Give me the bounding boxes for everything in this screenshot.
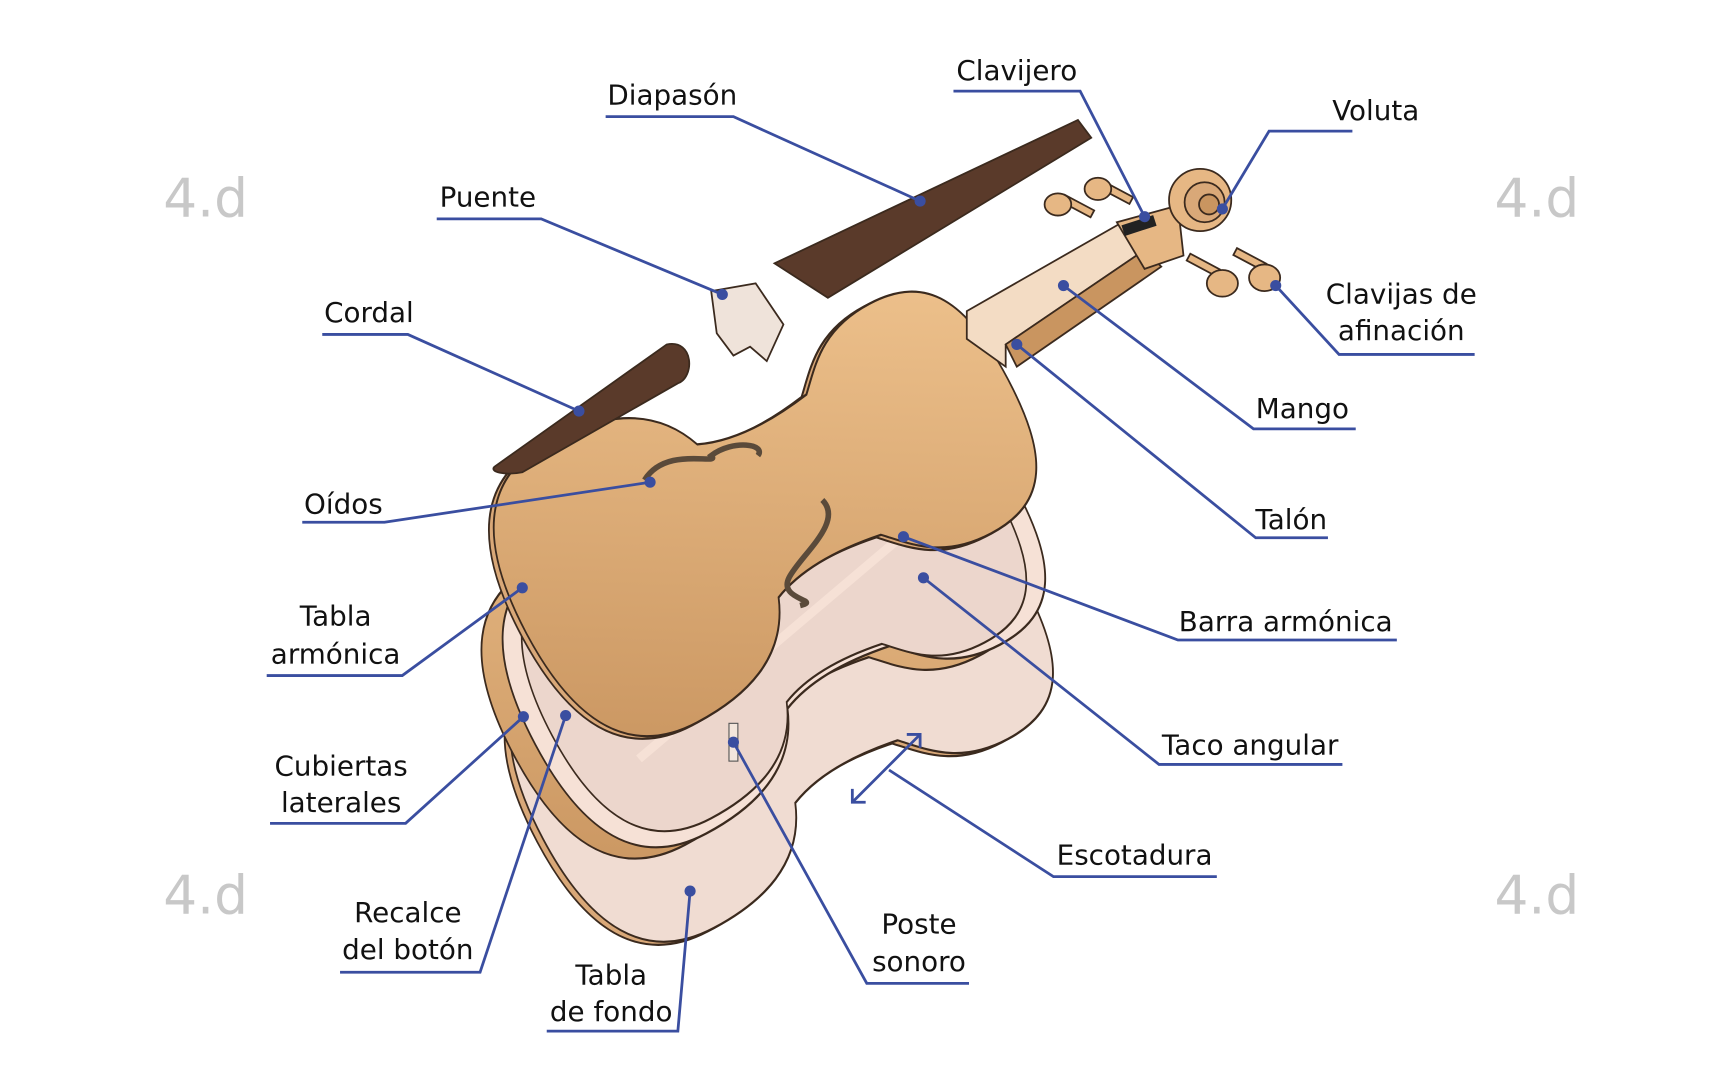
watermark: 4.d <box>1494 167 1579 230</box>
label-puente: Puente <box>436 181 728 300</box>
label-cubiertas-laterales: Cubiertas laterales <box>270 711 529 825</box>
label-voluta: Voluta <box>1216 94 1419 215</box>
label-cordal: Cordal <box>322 296 585 417</box>
label-barra-armonica: Barra armónica <box>897 531 1397 642</box>
label-text: afinación <box>1338 314 1465 347</box>
label-text: del botón <box>342 933 473 966</box>
double-arrow <box>850 733 922 804</box>
watermark: 4.d <box>163 167 248 230</box>
label-text: Tabla <box>299 600 372 633</box>
label-mango: Mango <box>1057 280 1356 431</box>
label-text: Escotadura <box>1057 838 1213 871</box>
label-text: sonoro <box>872 945 966 978</box>
label-tabla-de-fondo: Tabla de fondo <box>546 885 696 1033</box>
label-text: Diapasón <box>607 78 737 111</box>
label-text: Clavijero <box>956 54 1077 87</box>
label-text: Clavijas de <box>1326 277 1477 310</box>
label-text: Recalce <box>354 896 461 929</box>
label-escotadura: Escotadura <box>888 768 1217 879</box>
heel <box>1004 248 1163 368</box>
label-text: de fondo <box>550 995 673 1028</box>
label-diapason: Diapasón <box>605 78 926 207</box>
label-text: Barra armónica <box>1179 605 1393 638</box>
label-taco-angular: Taco angular <box>917 572 1343 766</box>
f-hole <box>784 498 832 609</box>
label-poste-sonoro: Poste sonoro <box>727 736 970 985</box>
label-text: Cordal <box>324 296 414 329</box>
label-text: Poste <box>881 907 956 940</box>
pegbox <box>1115 204 1185 270</box>
scroll <box>1168 168 1233 232</box>
label-recalce-del-boton: Recalce del botón <box>340 710 572 974</box>
tuning-pegs <box>1043 176 1282 298</box>
label-text: Tabla <box>574 958 647 991</box>
label-oidos: Oídos <box>302 476 656 524</box>
label-text: armónica <box>271 637 401 670</box>
f-hole <box>642 442 763 482</box>
label-text: Oídos <box>304 487 383 520</box>
label-text: Mango <box>1256 392 1349 425</box>
label-text: Voluta <box>1332 94 1419 127</box>
label-talon: Talón <box>1011 338 1328 540</box>
label-text: laterales <box>281 786 401 819</box>
tailpiece <box>492 343 691 475</box>
label-text: Puente <box>440 181 537 214</box>
bridge <box>710 282 785 363</box>
label-clavijero: Clavijero <box>953 54 1151 223</box>
label-text: Cubiertas <box>275 750 408 783</box>
label-clavijas: Clavijas de afinación <box>1270 277 1477 356</box>
label-tabla-armonica: Tabla armónica <box>266 582 528 677</box>
label-text: Talón <box>1254 503 1327 536</box>
label-text: Taco angular <box>1161 728 1339 761</box>
watermark: 4.d <box>163 863 248 926</box>
watermark: 4.d <box>1494 863 1579 926</box>
fingerboard <box>772 118 1093 299</box>
